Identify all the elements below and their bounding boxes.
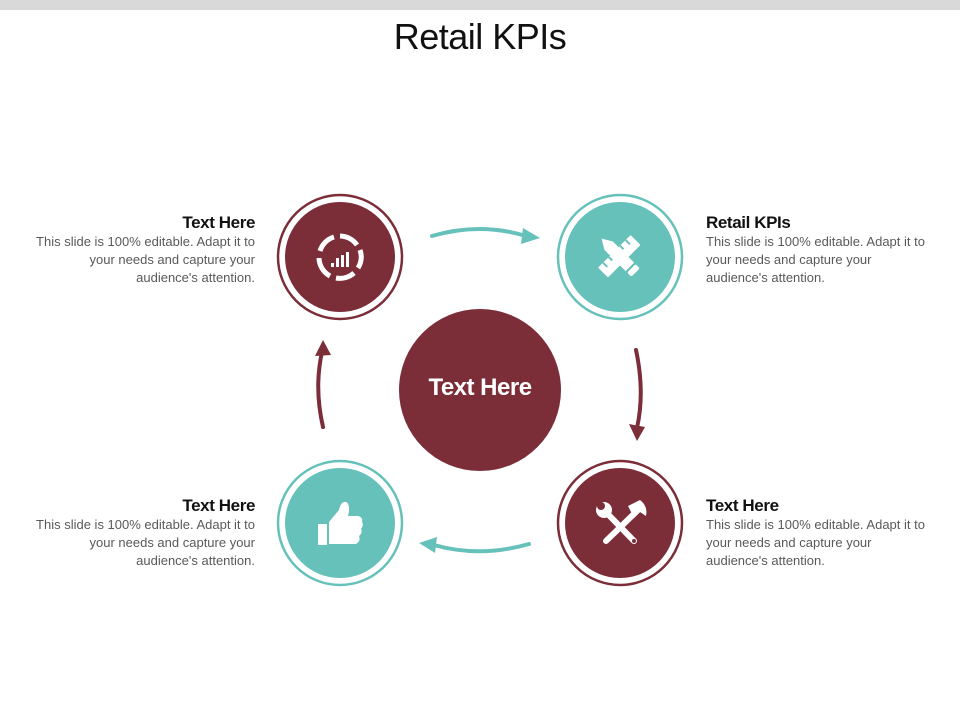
arrow-left — [315, 340, 331, 429]
text-block-bottom-left: Text Here This slide is 100% editable. A… — [30, 496, 255, 570]
heading: Text Here — [182, 213, 255, 232]
slide-title: Retail KPIs — [393, 16, 567, 57]
pencil-ruler-icon — [598, 235, 641, 278]
arrow-bottom — [419, 537, 531, 554]
description: This slide is 100% editable. Adapt it to… — [36, 234, 255, 285]
top-bar — [0, 0, 960, 10]
node-bottom-right — [556, 459, 684, 587]
center-circle — [399, 309, 561, 471]
description: This slide is 100% editable. Adapt it to… — [706, 234, 925, 285]
text-block-top-right: Retail KPIs This slide is 100% editable.… — [706, 213, 931, 287]
arrow-right — [629, 348, 645, 441]
description: This slide is 100% editable. Adapt it to… — [706, 517, 925, 568]
node-top-right — [556, 193, 684, 321]
text-block-top-left: Text Here This slide is 100% editable. A… — [30, 213, 255, 287]
description: This slide is 100% editable. Adapt it to… — [36, 517, 255, 568]
heading: Retail KPIs — [706, 213, 791, 232]
thumbs-up-icon — [318, 501, 363, 545]
chart-donut-bars-icon — [316, 233, 364, 281]
node-bottom-left — [276, 459, 404, 587]
arrow-top — [430, 227, 540, 244]
text-block-bottom-right: Text Here This slide is 100% editable. A… — [706, 496, 931, 570]
wrench-hammer-icon — [596, 500, 647, 544]
center-label: Text Here — [428, 374, 532, 401]
heading: Text Here — [182, 496, 255, 515]
heading: Text Here — [706, 496, 779, 515]
node-top-left — [276, 193, 404, 321]
